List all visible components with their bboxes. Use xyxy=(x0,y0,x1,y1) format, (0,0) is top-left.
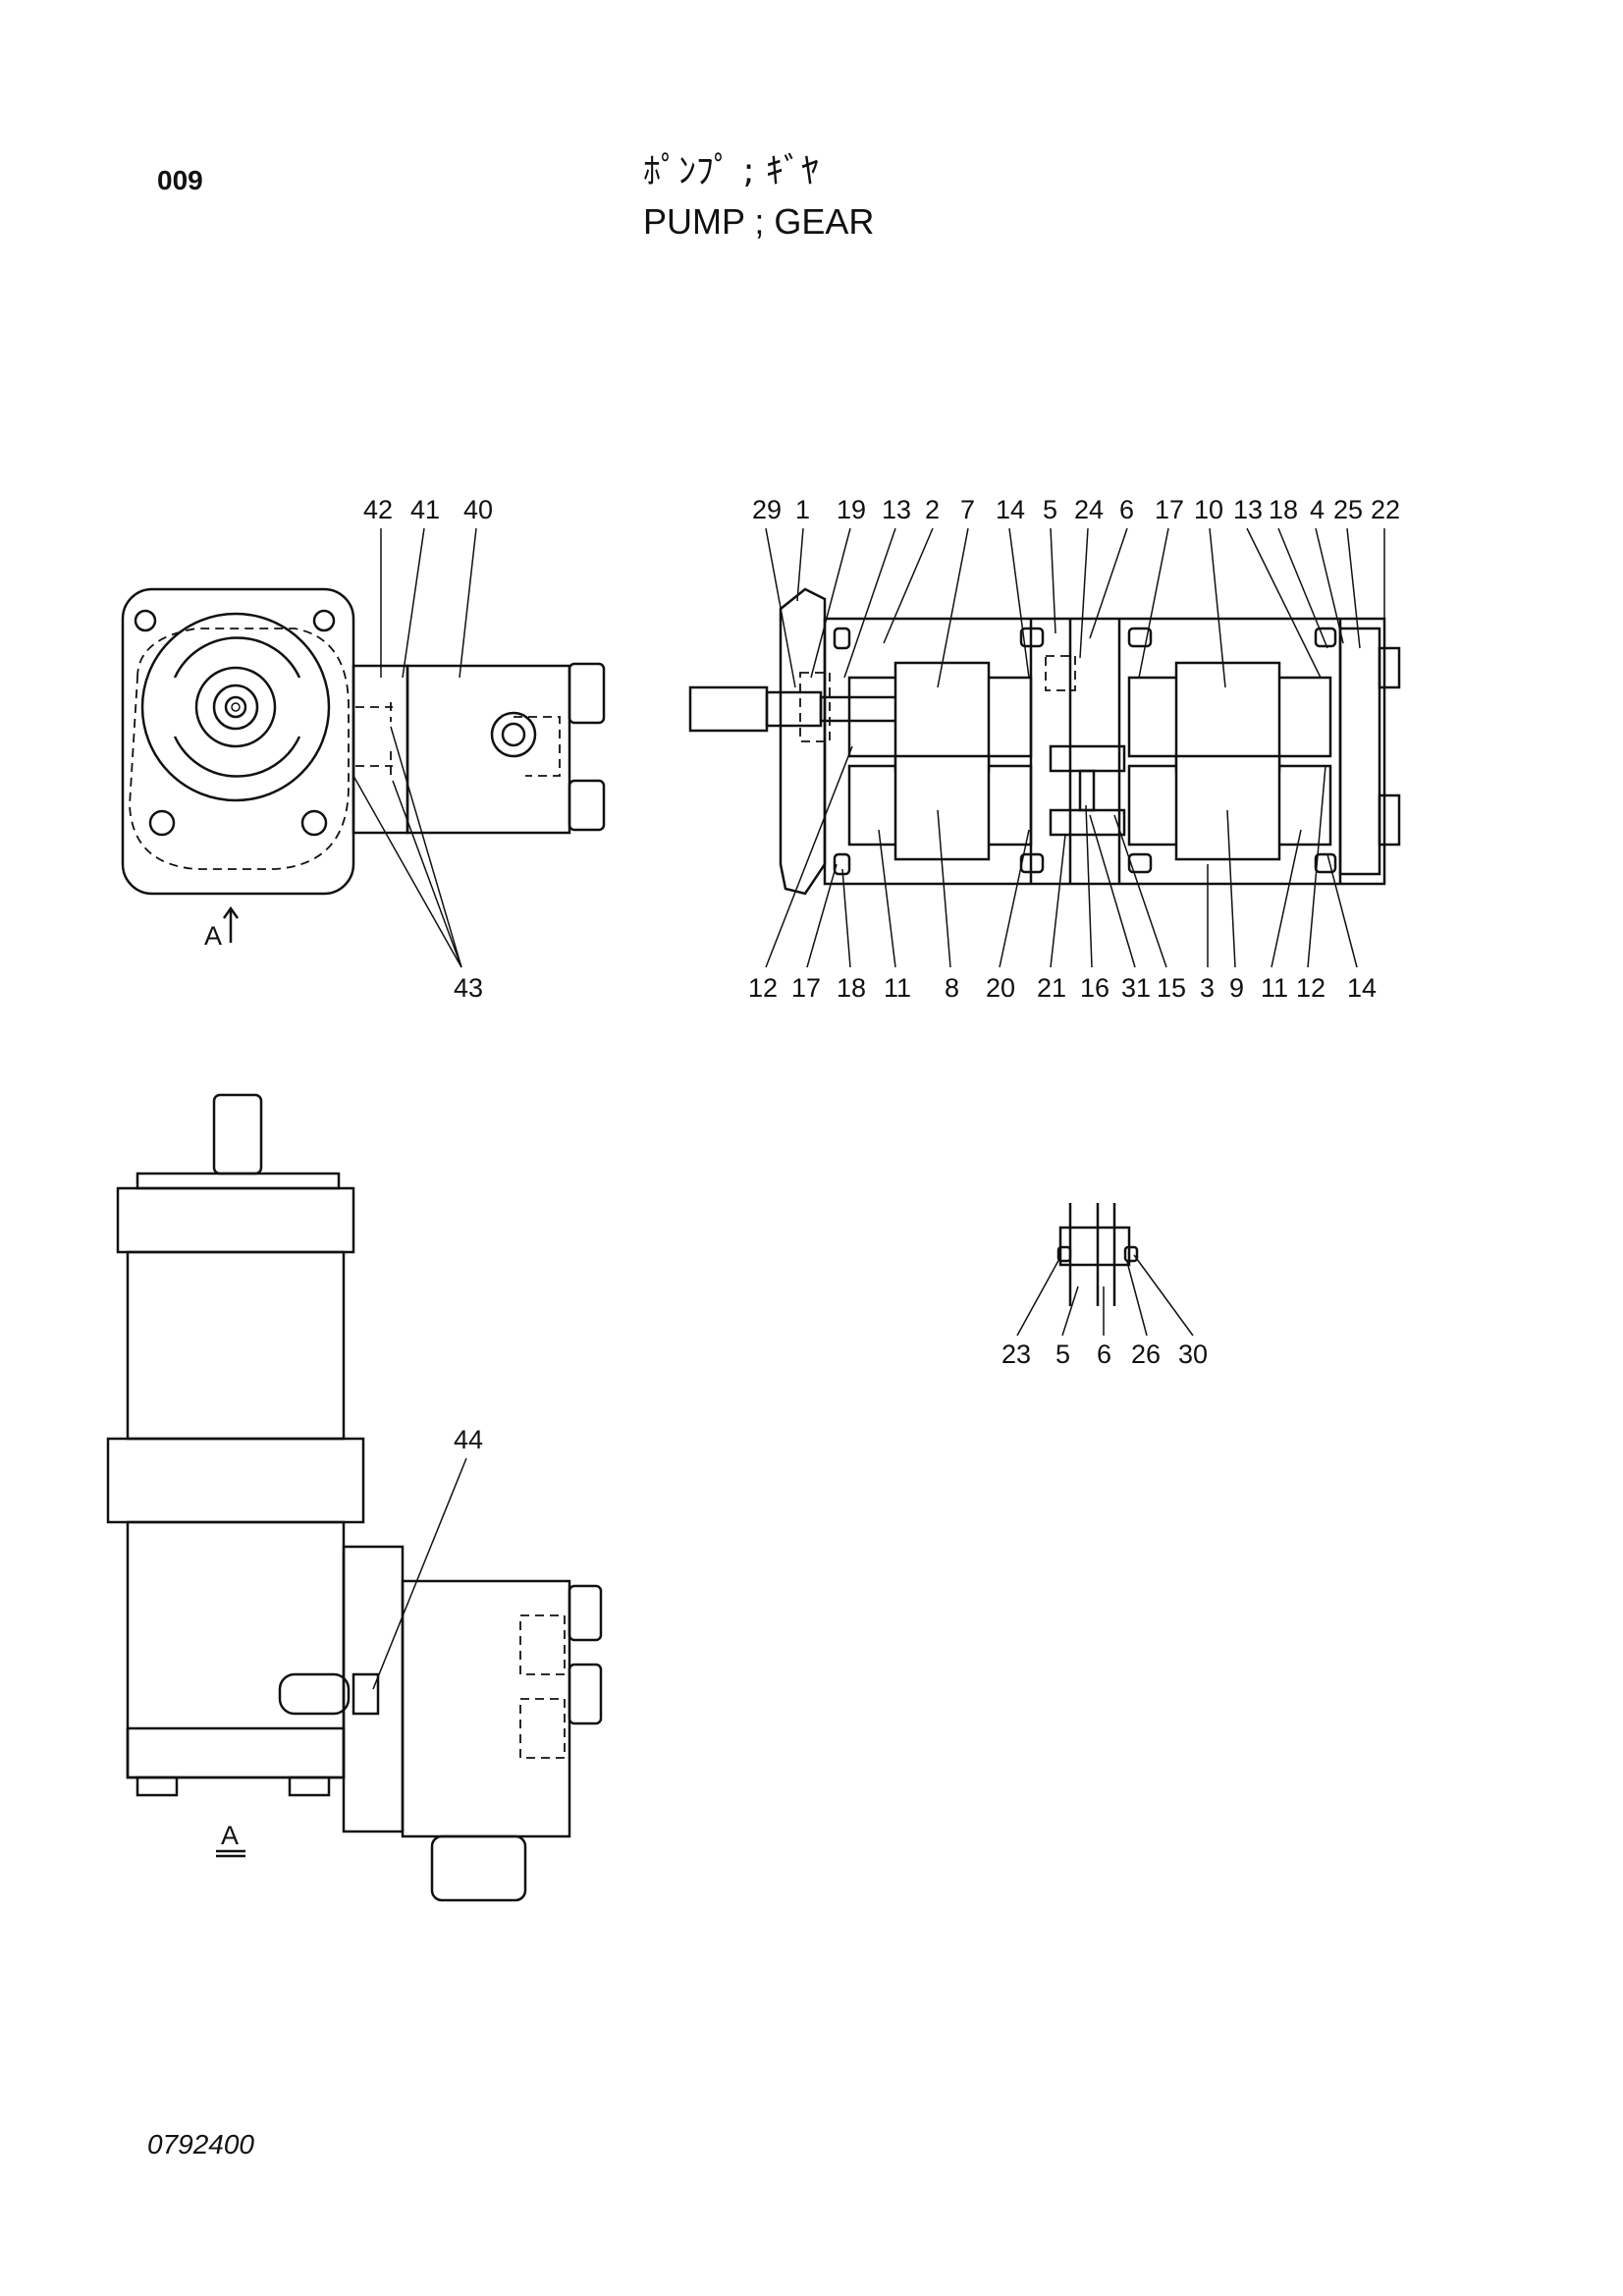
callout-12: 12 xyxy=(748,973,778,1003)
callout-41: 41 xyxy=(410,495,440,524)
section-view xyxy=(688,587,1401,896)
front-view xyxy=(121,587,606,896)
callout-10: 10 xyxy=(1194,495,1223,524)
callout-29: 29 xyxy=(752,495,782,524)
callout-19: 19 xyxy=(837,495,866,524)
front-view-callouts: 42 41 40 43 A xyxy=(204,495,493,1003)
callout-14: 14 xyxy=(996,495,1025,524)
callout-40: 40 xyxy=(463,495,493,524)
callout-42: 42 xyxy=(363,495,393,524)
callout-31: 31 xyxy=(1121,973,1151,1003)
side-view-a xyxy=(106,1093,603,1902)
callout-1: 1 xyxy=(795,495,810,524)
callout-6b: 6 xyxy=(1097,1339,1111,1369)
callout-8: 8 xyxy=(945,973,959,1003)
callout-17: 17 xyxy=(1155,495,1184,524)
callout-44: 44 xyxy=(454,1425,483,1454)
callout-7: 7 xyxy=(960,495,975,524)
callout-18b: 18 xyxy=(837,973,866,1003)
section-callouts-top: 29 1 19 13 2 7 14 5 24 6 17 10 13 18 4 2… xyxy=(752,495,1400,688)
callout-17b: 17 xyxy=(791,973,821,1003)
detail-callouts: 23 5 6 26 30 xyxy=(1001,1254,1208,1369)
callout-43: 43 xyxy=(454,973,483,1003)
callout-25: 25 xyxy=(1333,495,1363,524)
detail-view xyxy=(1056,1203,1139,1306)
callout-15: 15 xyxy=(1157,973,1186,1003)
callout-26: 26 xyxy=(1131,1339,1161,1369)
side-view-callouts: 44 A xyxy=(216,1425,483,1858)
callout-22: 22 xyxy=(1371,495,1400,524)
callout-13b: 13 xyxy=(1233,495,1263,524)
title-japanese: ﾎﾟﾝﾌﾟ ; ｷﾞﾔ xyxy=(643,151,820,191)
callout-6: 6 xyxy=(1119,495,1134,524)
callout-21: 21 xyxy=(1037,973,1066,1003)
callout-24: 24 xyxy=(1074,495,1104,524)
callout-3: 3 xyxy=(1200,973,1215,1003)
drawing-code: 0792400 xyxy=(147,2129,255,2159)
callout-23: 23 xyxy=(1001,1339,1031,1369)
callout-5: 5 xyxy=(1043,495,1057,524)
callout-11b: 11 xyxy=(1261,973,1288,1003)
callout-30: 30 xyxy=(1178,1339,1208,1369)
callout-14b: 14 xyxy=(1347,973,1377,1003)
view-a-label: A xyxy=(221,1821,239,1850)
callout-20: 20 xyxy=(986,973,1015,1003)
callout-5b: 5 xyxy=(1055,1339,1070,1369)
section-callouts-bottom: 12 17 18 11 8 20 21 16 31 15 3 9 11 12 1… xyxy=(748,745,1377,1003)
callout-11: 11 xyxy=(884,973,911,1003)
callout-9: 9 xyxy=(1229,973,1244,1003)
callout-12b: 12 xyxy=(1296,973,1325,1003)
page-number: 009 xyxy=(157,165,203,195)
title-english: PUMP ; GEAR xyxy=(643,201,875,242)
callout-18: 18 xyxy=(1269,495,1298,524)
callout-16: 16 xyxy=(1080,973,1109,1003)
view-arrow-a-label: A xyxy=(204,921,222,951)
callout-4: 4 xyxy=(1310,495,1325,524)
callout-2: 2 xyxy=(925,495,940,524)
callout-13: 13 xyxy=(882,495,911,524)
